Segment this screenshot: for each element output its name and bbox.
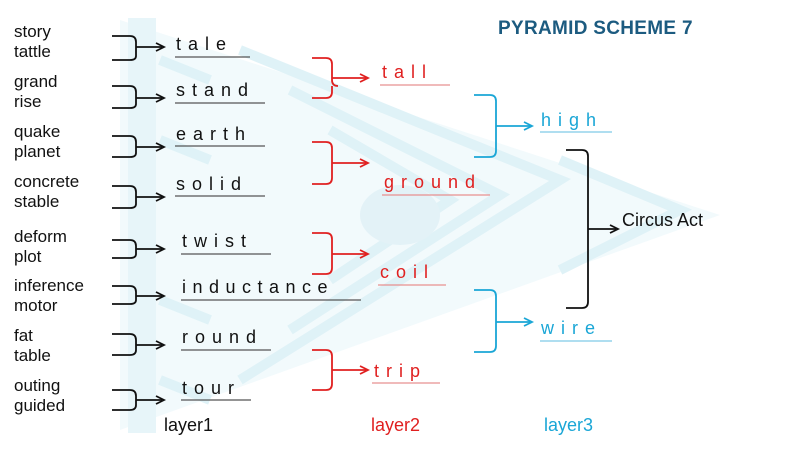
clue-1-line1: story — [14, 22, 51, 41]
answer-underlines — [175, 56, 612, 401]
clue-4: concrete stable — [14, 172, 79, 212]
clue-6: inference motor — [14, 276, 84, 316]
clue-6-line1: inference — [14, 276, 84, 295]
layer2-label: layer2 — [371, 415, 421, 435]
layer2-braces — [312, 57, 371, 391]
clue-7: fat table — [14, 326, 51, 366]
clue-7-line2: table — [14, 346, 51, 365]
clue-3: quake planet — [14, 122, 60, 162]
layer2-word-2: ground — [384, 172, 483, 192]
clue-5-line2: plot — [14, 247, 42, 266]
layer2-word-4: trip — [374, 361, 428, 381]
layer1-word-4: solid — [176, 174, 249, 194]
clue-5-line1: deform — [14, 227, 67, 246]
layer1-word-3: earth — [176, 124, 253, 144]
layer1-word-5: twist — [182, 231, 253, 251]
clue-6-line2: motor — [14, 296, 58, 315]
final-brace — [566, 149, 621, 309]
clue-3-line1: quake — [14, 122, 61, 141]
clue-8: outing guided — [14, 376, 65, 416]
clue-3-line2: planet — [14, 142, 61, 161]
layer1-word-7: round — [182, 327, 264, 347]
clue-7-line1: fat — [14, 326, 33, 345]
clue-5: deform plot — [14, 227, 67, 267]
layer1-label: layer1 — [164, 415, 214, 435]
layer1-word-6: inductance — [182, 277, 335, 297]
layer2-word-1: tall — [382, 62, 434, 82]
layer3-word-1: high — [541, 110, 604, 130]
clue-2-line1: grand — [14, 72, 58, 91]
clue-2: grand rise — [14, 72, 57, 112]
final-answer: Circus Act — [622, 210, 704, 230]
layer1-braces — [112, 35, 167, 411]
clue-1-line2: tattle — [14, 42, 51, 61]
clue-4-line2: stable — [14, 192, 60, 211]
layer2-word-3: coil — [380, 262, 436, 282]
layer1-word-2: stand — [176, 80, 256, 100]
layer3-braces — [474, 94, 535, 353]
puzzle-title: PYRAMID SCHEME 7 — [498, 18, 693, 39]
clue-4-line1: concrete — [14, 172, 80, 191]
layer3-word-2: wire — [541, 318, 603, 338]
layer3-label: layer3 — [544, 415, 594, 435]
layer1-word-8: tour — [182, 378, 242, 398]
clue-8-line1: outing — [14, 376, 61, 395]
clue-2-line2: rise — [14, 92, 42, 111]
background-art — [120, 18, 720, 433]
clue-1: story tattle — [14, 22, 51, 62]
layer1-word-1: tale — [176, 34, 234, 54]
clue-8-line2: guided — [14, 396, 66, 415]
